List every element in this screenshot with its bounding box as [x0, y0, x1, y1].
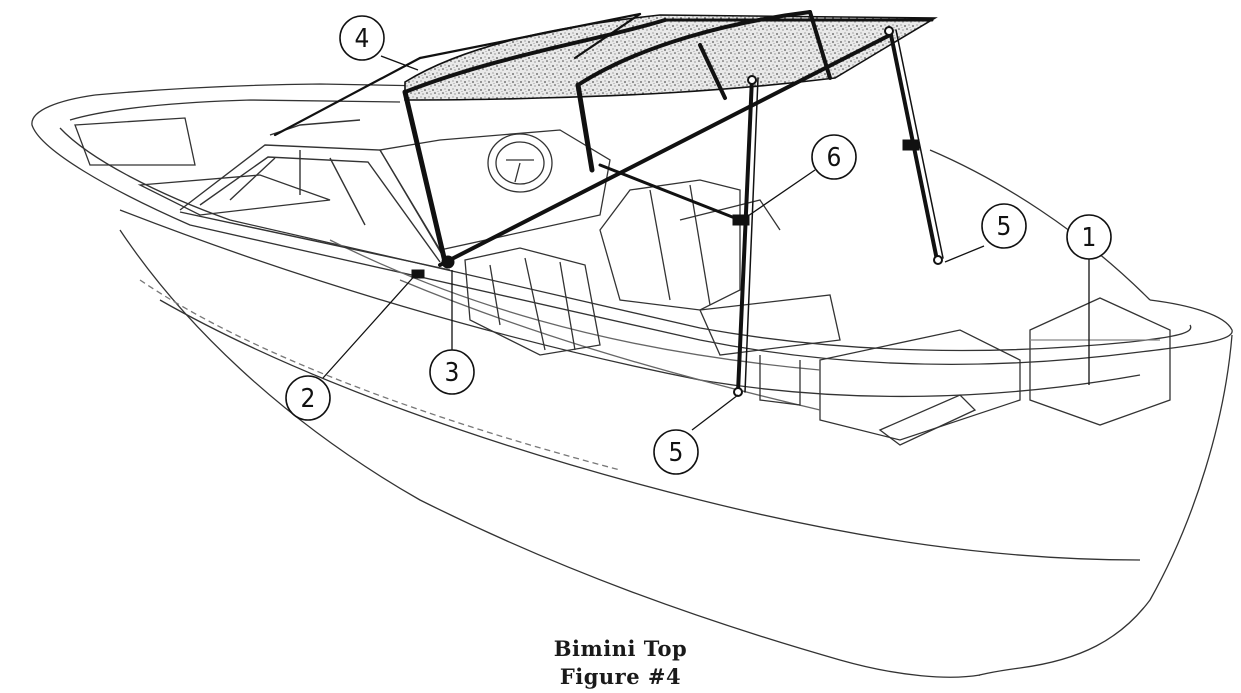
figure-title: Bimini Top — [553, 636, 688, 661]
svg-text:5: 5 — [669, 438, 684, 468]
seats — [464, 179, 841, 406]
callout-5a: 5 — [981, 203, 1027, 249]
dashboard — [378, 129, 611, 251]
callout-6: 6 — [811, 134, 857, 180]
steering-wheel — [487, 133, 553, 193]
figure-number: Figure #4 — [559, 664, 682, 689]
callout-5b: 5 — [653, 429, 699, 475]
bimini-canvas — [404, 14, 938, 101]
svg-text:3: 3 — [445, 358, 460, 388]
svg-text:5: 5 — [997, 212, 1012, 242]
callout-3: 3 — [429, 349, 475, 395]
leader-lines — [322, 55, 1090, 431]
svg-text:4: 4 — [355, 24, 370, 54]
callout-4: 4 — [339, 15, 385, 61]
svg-text:2: 2 — [301, 384, 316, 414]
callout-2: 2 — [285, 375, 331, 421]
svg-text:1: 1 — [1082, 223, 1097, 253]
boat-hull — [31, 83, 1233, 678]
svg-text:6: 6 — [827, 143, 842, 173]
callout-1: 1 — [1066, 214, 1112, 260]
bimini-frame — [273, 10, 934, 267]
rear-support-poles — [411, 26, 944, 397]
